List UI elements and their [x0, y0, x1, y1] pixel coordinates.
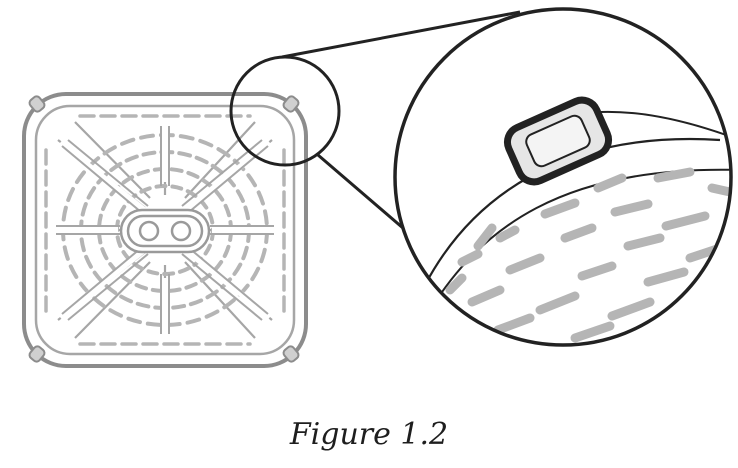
tray-tabs — [28, 95, 300, 363]
detail-circle-outline — [393, 7, 733, 347]
tray-tab-top-left — [28, 95, 46, 113]
tray-center-hub — [119, 208, 211, 254]
latch-tab-face — [525, 114, 591, 168]
magnifier-callout-icon — [393, 7, 733, 347]
connector-top — [281, 10, 521, 59]
figure-caption: Figure 1.2 — [289, 417, 449, 452]
hub-hole-right — [170, 220, 192, 242]
crisper-tray-icon — [22, 92, 308, 368]
crisper-tray-diagram — [22, 7, 733, 368]
detail-slots — [445, 167, 731, 343]
tray-tab-bottom-right — [282, 345, 300, 363]
tray-spoke-gaps — [54, 124, 276, 336]
detail-circle-fill — [395, 9, 731, 345]
tray-tab-top-right — [282, 95, 300, 113]
detail-latch-tab — [503, 96, 613, 186]
tray-edge-slots — [44, 114, 286, 346]
hub-hole-left — [138, 220, 160, 242]
tray-tab-bottom-left — [28, 345, 46, 363]
